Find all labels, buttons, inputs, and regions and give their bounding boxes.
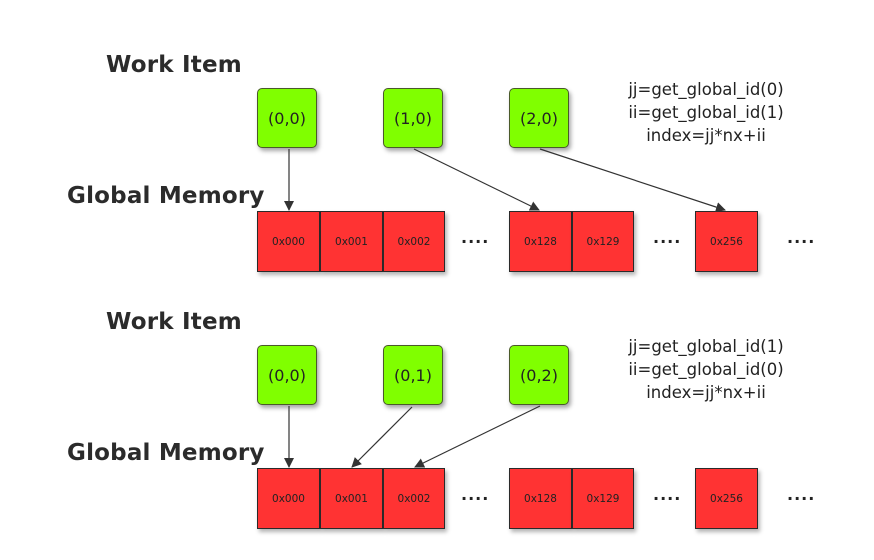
memory-cell: 0x128 bbox=[509, 211, 572, 272]
formula-line: ii=get_global_id(0) bbox=[628, 360, 784, 379]
ellipsis: .... bbox=[461, 228, 490, 247]
memory-cell: 0x002 bbox=[383, 468, 445, 529]
formula-line: index=jj*nx+ii bbox=[646, 126, 766, 145]
work-item-box: (2,0) bbox=[509, 88, 569, 148]
arrow bbox=[414, 405, 541, 468]
global-memory-heading: Global Memory bbox=[67, 183, 265, 209]
work-item-box: (0,2) bbox=[509, 345, 569, 405]
memory-cell: 0x001 bbox=[320, 211, 383, 272]
ellipsis: .... bbox=[461, 485, 490, 504]
work-item-heading: Work Item bbox=[106, 52, 242, 78]
memory-cell: 0x129 bbox=[572, 468, 634, 529]
formula-line: jj=get_global_id(0) bbox=[628, 80, 784, 99]
panel-column-major: Work Item (0,0) (0,1) (0,2) jj=get_globa… bbox=[0, 257, 874, 537]
work-item-box: (0,0) bbox=[257, 88, 317, 148]
index-formula: jj=get_global_id(1) ii=get_global_id(0) … bbox=[596, 335, 816, 404]
memory-cell: 0x000 bbox=[257, 468, 320, 529]
work-item-box: (0,0) bbox=[257, 345, 317, 405]
memory-cell: 0x128 bbox=[509, 468, 572, 529]
arrows-layer bbox=[284, 405, 541, 468]
memory-cell: 0x001 bbox=[320, 468, 383, 529]
memory-cell: 0x256 bbox=[695, 468, 758, 529]
panel-row-major: Work Item (0,0) (1,0) (2,0) jj=get_globa… bbox=[67, 52, 816, 272]
formula-line: index=jj*nx+ii bbox=[646, 383, 766, 402]
work-item-heading: Work Item bbox=[106, 309, 242, 335]
arrow bbox=[351, 406, 413, 468]
memory-cell: 0x129 bbox=[572, 211, 634, 272]
memory-cell: 0x256 bbox=[695, 211, 758, 272]
ellipsis: .... bbox=[653, 228, 682, 247]
work-item-box: (1,0) bbox=[383, 88, 443, 148]
formula-line: ii=get_global_id(1) bbox=[628, 103, 784, 122]
global-memory-heading: Global Memory bbox=[67, 440, 265, 466]
ellipsis: .... bbox=[787, 228, 816, 247]
ellipsis: .... bbox=[787, 485, 816, 504]
arrows-layer bbox=[284, 148, 726, 212]
ellipsis: .... bbox=[653, 485, 682, 504]
index-formula: jj=get_global_id(0) ii=get_global_id(1) … bbox=[596, 78, 816, 147]
formula-line: jj=get_global_id(1) bbox=[628, 337, 784, 356]
memory-cell: 0x000 bbox=[257, 211, 320, 272]
arrow bbox=[539, 148, 726, 212]
arrow bbox=[413, 148, 540, 211]
memory-cell: 0x002 bbox=[383, 211, 445, 272]
work-item-box: (0,1) bbox=[383, 345, 443, 405]
